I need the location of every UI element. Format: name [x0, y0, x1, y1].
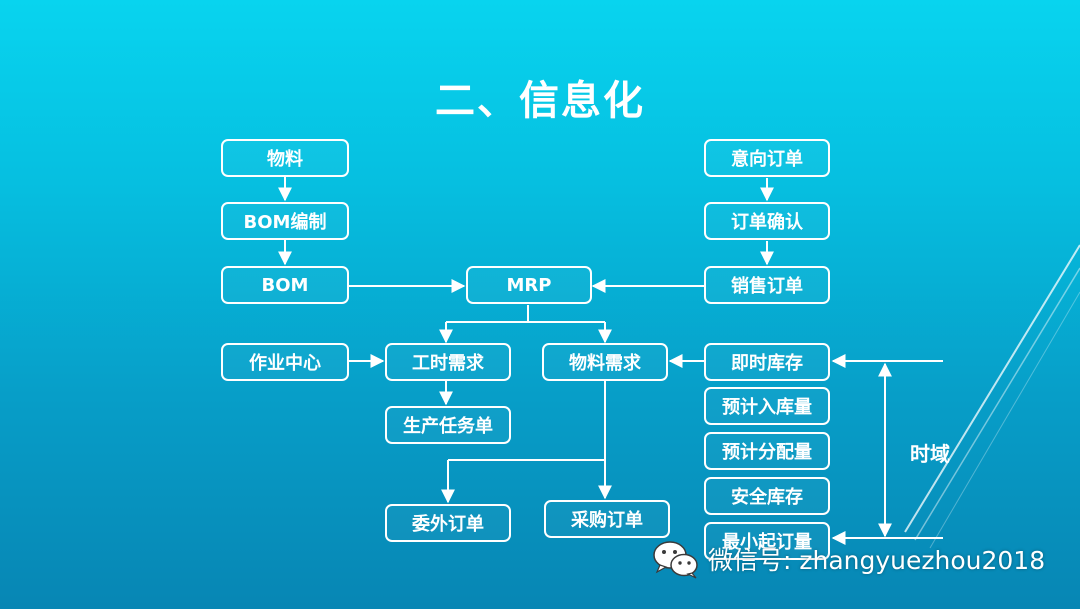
page-title: 二、信息化	[435, 78, 645, 124]
time-domain-label: 时域	[910, 442, 950, 466]
node-mrp: MRP	[466, 266, 592, 304]
node-material-demand: 物料需求	[542, 343, 668, 381]
node-outsource-order: 委外订单	[385, 504, 511, 542]
node-safety-stock: 安全库存	[704, 477, 830, 515]
wechat-icon	[653, 541, 698, 579]
node-bom-compile: BOM编制	[221, 202, 349, 240]
watermark-text: 微信号: zhangyuezhou2018	[708, 546, 1046, 575]
node-material: 物料	[221, 139, 349, 177]
node-intent-order: 意向订单	[704, 139, 830, 177]
watermark: 微信号: zhangyuezhou2018	[652, 538, 1045, 580]
node-expected-allocation: 预计分配量	[704, 432, 830, 470]
node-order-confirm: 订单确认	[704, 202, 830, 240]
node-min-order-qty: 最小起订量	[704, 522, 830, 560]
node-sales-order: 销售订单	[704, 266, 830, 304]
node-work-center: 作业中心	[221, 343, 349, 381]
node-expected-inbound: 预计入库量	[704, 387, 830, 425]
node-production-task: 生产任务单	[385, 406, 511, 444]
node-bom: BOM	[221, 266, 349, 304]
node-purchase-order: 采购订单	[544, 500, 670, 538]
node-current-stock: 即时库存	[704, 343, 830, 381]
node-labor-demand: 工时需求	[385, 343, 511, 381]
